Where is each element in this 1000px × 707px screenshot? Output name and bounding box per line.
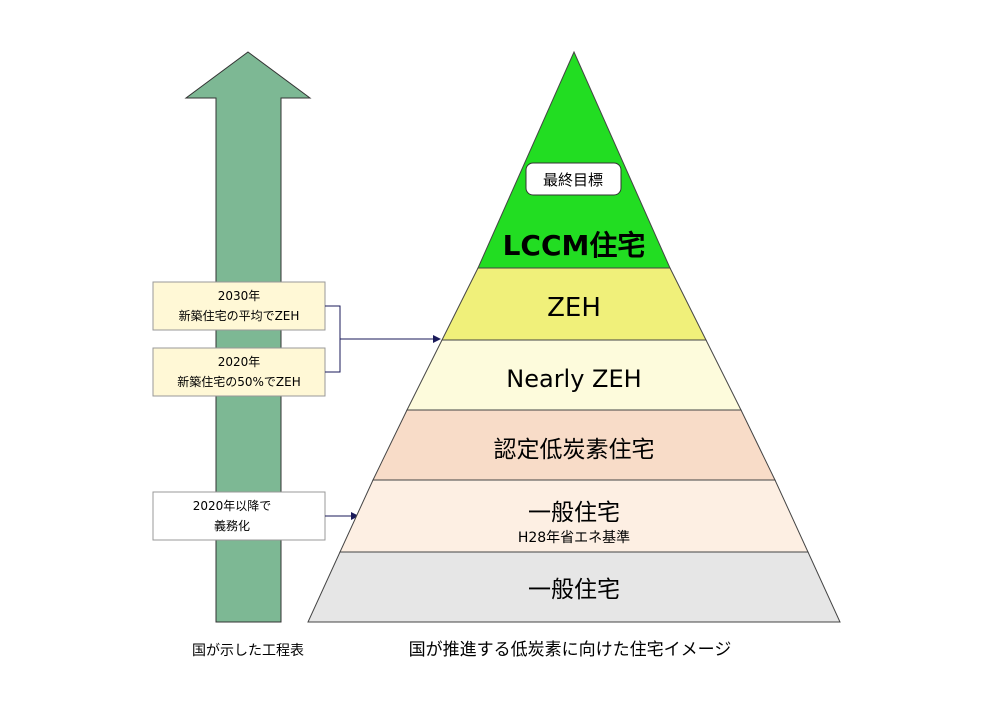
- roadmap-box-2020: 2020年 新築住宅の50%でZEH: [152, 347, 326, 397]
- roadmap-box-2020-goal: 新築住宅の50%でZEH: [177, 374, 301, 389]
- roadmap-box-2030-goal: 新築住宅の平均でZEH: [179, 308, 300, 323]
- tier-nearly-zeh-label: Nearly ZEH: [506, 365, 641, 393]
- roadmap-box-2030-year: 2030年: [218, 289, 261, 303]
- roadmap-box-mandatory-line1: 2020年以降で: [193, 499, 272, 513]
- roadmap-up-arrow: [184, 51, 312, 623]
- pyramid-caption: 国が推進する低炭素に向けた住宅イメージ: [409, 640, 732, 660]
- final-goal-badge: 最終目標: [525, 162, 622, 196]
- roadmap-box-2030: 2030年 新築住宅の平均でZEH: [152, 281, 326, 331]
- roadmap-box-mandatory: 2020年以降で 義務化: [152, 491, 326, 541]
- bracket-connector: [325, 305, 440, 373]
- tier-general-label: 一般住宅: [528, 577, 620, 603]
- roadmap-box-mandatory-line2: 義務化: [214, 518, 250, 533]
- final-goal-label: 最終目標: [543, 171, 603, 189]
- pyramid-tier-general: [307, 551, 841, 623]
- roadmap-box-2020-year: 2020年: [218, 355, 261, 369]
- roadmap-caption: 国が示した工程表: [192, 643, 304, 659]
- tier-certified-label: 認定低炭素住宅: [494, 437, 655, 463]
- tier-lccm-label: LCCM住宅: [503, 229, 646, 262]
- tier-general-h28-sublabel: H28年省エネ基準: [518, 529, 630, 546]
- tier-general-h28-label: 一般住宅: [528, 500, 620, 526]
- tier-zeh-label: ZEH: [547, 293, 601, 323]
